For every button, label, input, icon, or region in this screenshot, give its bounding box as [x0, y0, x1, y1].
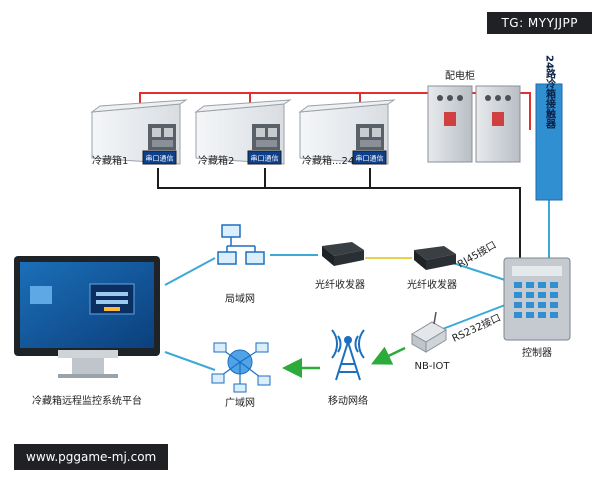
- signal-arrows: [282, 346, 406, 378]
- serial-box-2-label: 串口通信: [251, 154, 279, 163]
- fiber-transceiver-2: [414, 246, 456, 270]
- nbiot-router: [411, 311, 447, 353]
- controller-label: 控制器: [522, 346, 552, 359]
- cabinet-label: 配电柜: [445, 69, 475, 82]
- container-2-label: 冷藏箱2: [198, 154, 234, 167]
- container-24-label: 冷藏箱...24: [302, 154, 354, 167]
- contactor-label: 24路冷箱接触器: [544, 55, 557, 130]
- controller-device: [503, 257, 571, 341]
- platform-label: 冷藏箱远程监控系统平台: [32, 394, 142, 407]
- serial-bus-lines: [157, 168, 521, 258]
- lan-network-icon: [217, 224, 265, 265]
- lan-label: 局域网: [225, 292, 255, 305]
- nbiot-label: NB-IOT: [415, 361, 451, 372]
- mobile-label: 移动网络: [328, 394, 368, 407]
- container-1-label: 冷藏箱1: [92, 154, 128, 167]
- wan-network-icon: [211, 342, 271, 393]
- serial-box-1-label: 串口通信: [146, 154, 174, 163]
- fiber-1-label: 光纤收发器: [315, 278, 365, 291]
- fiber-2-label: 光纤收发器: [407, 278, 457, 291]
- url-watermark: www.pggame-mj.com: [14, 444, 169, 470]
- distribution-cabinet: [427, 85, 521, 163]
- serial-box-24: 串口通信: [352, 150, 387, 165]
- reefer-container-24: [298, 99, 396, 165]
- monitor-display: [14, 256, 160, 378]
- serial-box-24-label: 串口通信: [356, 154, 384, 163]
- cell-tower-icon: [331, 329, 365, 381]
- tg-watermark: TG: MYYJJPP: [487, 12, 592, 34]
- serial-box-2: 串口通信: [247, 150, 282, 165]
- rj45-label: RJ45接口: [455, 238, 498, 271]
- reefer-container-2: [194, 99, 292, 165]
- serial-box-1: 串口通信: [142, 150, 177, 165]
- fiber-transceiver-1: [322, 242, 364, 266]
- reefer-container-1: [90, 99, 188, 165]
- network-lines: [164, 254, 506, 371]
- contactor-box: 24路冷箱接触器: [535, 55, 563, 201]
- wan-label: 广域网: [225, 396, 255, 409]
